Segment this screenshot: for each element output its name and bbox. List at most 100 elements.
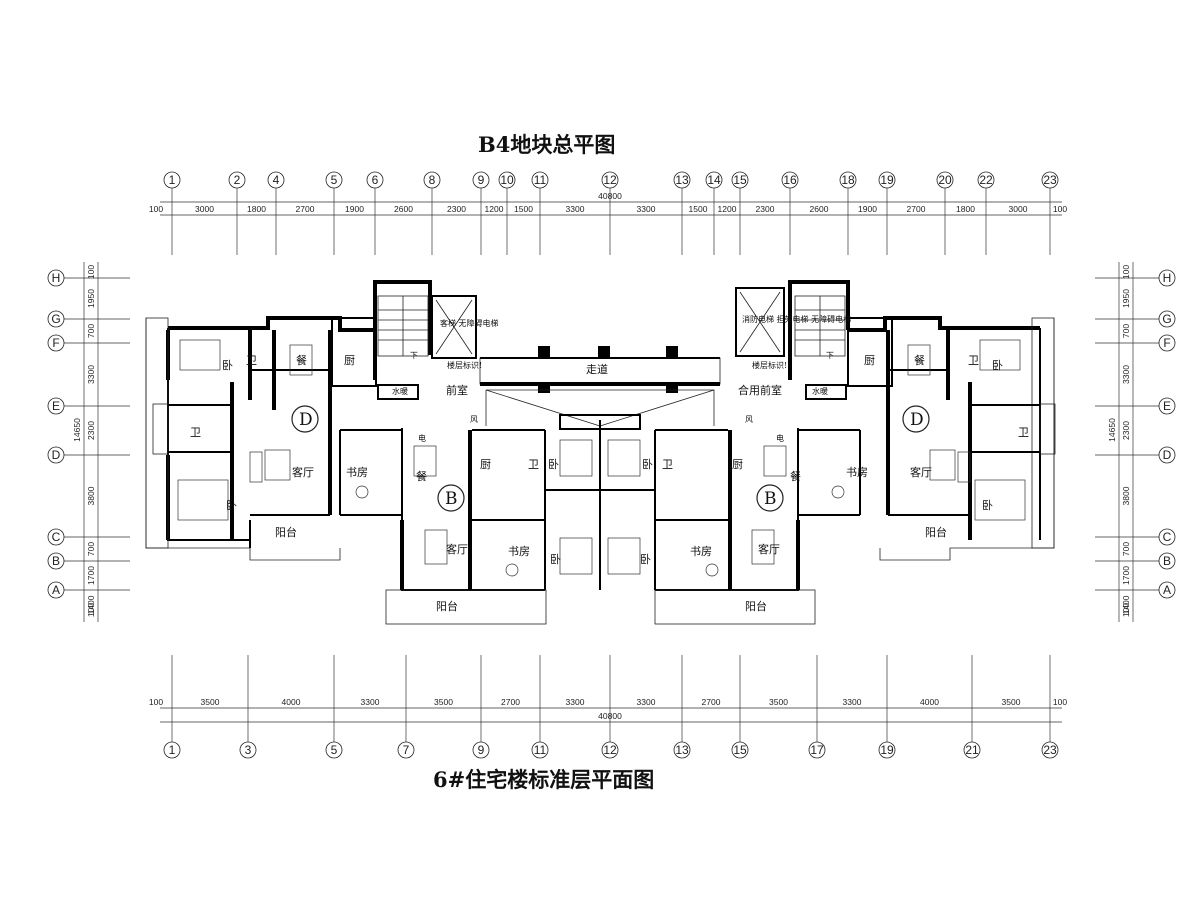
- axis-label: 12: [603, 173, 617, 187]
- dim-total: 40800: [598, 711, 622, 721]
- axis-label: 11: [534, 173, 547, 187]
- dim-value: 700: [86, 542, 96, 556]
- axis-label: 14: [707, 173, 721, 187]
- axis-label: D: [1163, 448, 1172, 462]
- room-kitchen: 厨: [864, 354, 875, 367]
- dim-value: 1900: [345, 204, 364, 214]
- axis-label: A: [52, 583, 60, 597]
- unit-tags: D B B D: [291, 405, 930, 512]
- room-bedroom: 卧: [222, 359, 233, 372]
- axis-label: 13: [675, 173, 689, 187]
- dim-value: 700: [1121, 324, 1131, 338]
- room-dining: 餐: [416, 469, 427, 483]
- dim-value: 3000: [1009, 204, 1028, 214]
- dim-value: 3300: [637, 697, 656, 707]
- axis-label: 12: [603, 743, 617, 757]
- axis-label: 21: [965, 743, 979, 757]
- dim-value: 1950: [1121, 289, 1131, 308]
- dim-value: 2700: [907, 204, 926, 214]
- unit-tag-left-b: B: [445, 489, 458, 509]
- building-walls: [145, 280, 1056, 625]
- electric-right: 电: [776, 433, 784, 443]
- room-balcony: 阳台: [275, 525, 297, 539]
- axis-label: 5: [331, 743, 338, 757]
- dim-value: 1500: [689, 204, 708, 214]
- room-study: 书房: [846, 466, 868, 479]
- room-study: 书房: [508, 545, 530, 558]
- dim-value: 3500: [434, 697, 453, 707]
- dim-value: 1200: [718, 204, 737, 214]
- dim-value: 1700: [1121, 566, 1131, 585]
- room-bedroom: 卧: [642, 458, 653, 471]
- axis-label: 10: [500, 173, 514, 187]
- elevator-right: 消防电梯 担架电梯 无障碍电梯: [742, 314, 851, 324]
- left-dimension-chain: HGFEDCBA10019507003300230038007001700140…: [47, 262, 130, 622]
- dim-total: 14650: [1107, 418, 1117, 442]
- room-living: 客厅: [292, 465, 314, 479]
- axis-label: 22: [979, 173, 993, 187]
- dim-value: 100: [1121, 603, 1131, 617]
- room-living: 客厅: [446, 542, 468, 556]
- electric-left: 电: [418, 433, 426, 443]
- dim-value: 1200: [485, 204, 504, 214]
- axis-label: 6: [372, 173, 379, 187]
- dim-value: 3500: [769, 697, 788, 707]
- axis-label: 1: [169, 173, 176, 187]
- room-kitchen: 厨: [344, 354, 355, 367]
- floor-sign-left: 楼层标识!: [447, 360, 482, 370]
- axis-label: 18: [841, 173, 855, 187]
- axis-label: C: [1163, 530, 1172, 544]
- dim-value: 3300: [86, 365, 96, 384]
- dim-value: 1700: [86, 566, 96, 585]
- axis-label: 2: [234, 173, 241, 187]
- dim-value: 2600: [394, 204, 413, 214]
- room-balcony: 阳台: [925, 525, 947, 539]
- dim-value: 3500: [201, 697, 220, 707]
- unit-tag-right-d: D: [910, 410, 924, 430]
- stair-down-left: 下: [410, 351, 418, 360]
- dim-value: 2300: [447, 204, 466, 214]
- top-title: B4地块总平图: [478, 132, 615, 157]
- axis-label: 23: [1043, 743, 1057, 757]
- axis-label: H: [1163, 271, 1172, 285]
- room-bath: 卫: [528, 458, 539, 471]
- dim-value: 4000: [282, 697, 301, 707]
- dim-value: 700: [1121, 542, 1131, 556]
- axis-label: 15: [733, 173, 747, 187]
- room-bedroom: 卧: [992, 359, 1003, 372]
- dim-value: 2700: [702, 697, 721, 707]
- axis-label: B: [52, 554, 60, 568]
- axis-label: 3: [245, 743, 252, 757]
- axis-label: 16: [783, 173, 797, 187]
- axis-label: B: [1163, 554, 1171, 568]
- dim-value: 3300: [566, 697, 585, 707]
- dim-value: 100: [149, 697, 163, 707]
- room-bath: 卫: [190, 426, 201, 439]
- dim-value: 700: [86, 324, 96, 338]
- bottom-title: 6#住宅楼标准层平面图: [433, 767, 654, 792]
- axis-label: 13: [675, 743, 689, 757]
- axis-label: 19: [880, 743, 894, 757]
- axis-label: F: [52, 336, 59, 350]
- axis-label: 9: [478, 743, 485, 757]
- furniture-symbols: [177, 339, 1026, 577]
- room-bedroom: 卧: [226, 499, 237, 512]
- dim-value: 1500: [514, 204, 533, 214]
- room-balcony: 阳台: [436, 599, 458, 613]
- dim-value: 2300: [1121, 421, 1131, 440]
- shared-front-room-label: 合用前室: [738, 383, 782, 397]
- axis-label: 4: [273, 173, 280, 187]
- axis-label: E: [52, 399, 60, 413]
- room-bath: 卫: [246, 354, 257, 367]
- axis-label: 8: [429, 173, 436, 187]
- dim-value: 1400: [86, 595, 96, 614]
- room-living: 客厅: [910, 465, 932, 479]
- dim-value: 1900: [858, 204, 877, 214]
- right-dimension-chain: HGFEDCBA10019507003300230038007001700140…: [1095, 262, 1176, 622]
- axis-label: 7: [403, 743, 410, 757]
- dim-value: 3800: [1121, 486, 1131, 505]
- room-dining: 餐: [914, 353, 925, 367]
- unit-tag-left-d: D: [299, 410, 313, 430]
